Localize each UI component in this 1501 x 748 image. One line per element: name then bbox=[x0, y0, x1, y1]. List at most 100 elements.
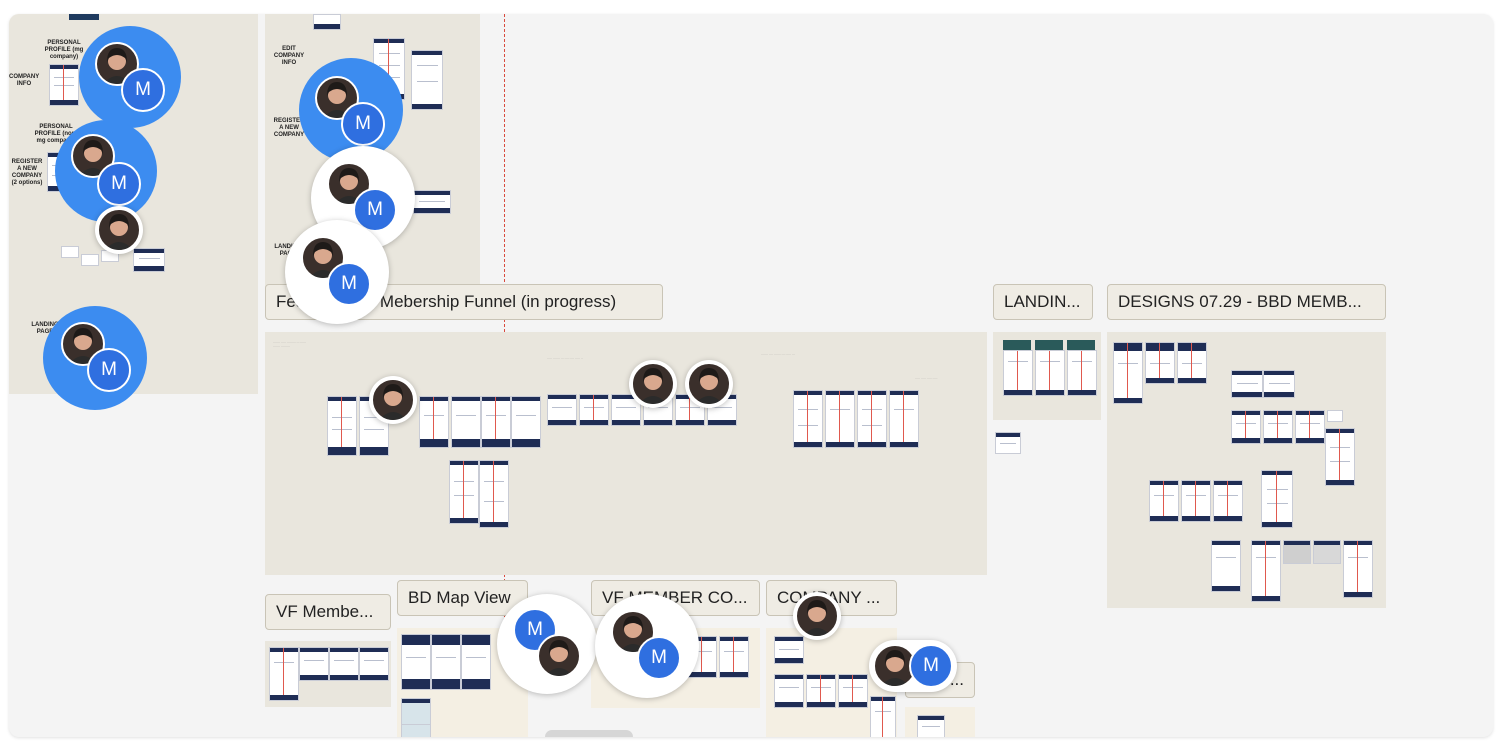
screen-thumbnail bbox=[793, 390, 823, 448]
user-photo-icon bbox=[537, 634, 581, 678]
board-more[interactable] bbox=[905, 707, 975, 737]
screen-thumbnail bbox=[1067, 350, 1097, 396]
collaborator-initial: M bbox=[909, 644, 953, 688]
collaborator-initial: M bbox=[353, 188, 397, 232]
screen-thumbnail bbox=[449, 460, 479, 524]
collaborator-initial: M bbox=[121, 68, 165, 112]
screen-thumbnail-header bbox=[1003, 340, 1031, 350]
screen-thumbnail bbox=[889, 390, 919, 448]
screen-thumbnail bbox=[481, 396, 511, 448]
screen-thumbnail bbox=[825, 390, 855, 448]
screen-thumbnail bbox=[838, 674, 868, 708]
collaborator-avatar[interactable] bbox=[793, 592, 841, 640]
collaborator-avatar-group[interactable]: M bbox=[43, 306, 147, 410]
notes-text: ······· ···· ······· ···· ····· ··· bbox=[761, 352, 796, 356]
board-label-company-info: COMPANY INFO bbox=[9, 74, 40, 87]
collaborator-initial: M bbox=[97, 162, 141, 206]
screen-thumbnail bbox=[431, 634, 461, 690]
collaborator-avatar[interactable] bbox=[685, 360, 733, 408]
screen-thumbnail bbox=[1283, 540, 1311, 564]
screen-thumbnail bbox=[1213, 480, 1243, 522]
collaborator-avatar-group[interactable]: M bbox=[55, 120, 157, 222]
user-photo-icon bbox=[631, 362, 675, 406]
collaborator-avatar-group[interactable]: M bbox=[79, 26, 181, 128]
screen-thumbnail bbox=[1261, 470, 1293, 528]
board-label-edit-company-info: EDIT COMPANY INFO bbox=[273, 46, 305, 66]
screen-thumbnail bbox=[461, 634, 491, 690]
screen-thumbnail bbox=[1211, 540, 1241, 592]
whiteboard-canvas[interactable]: PERSONAL PROFILE (mg company) COMPANY IN… bbox=[9, 14, 1493, 737]
horizontal-scroll-handle[interactable] bbox=[545, 730, 633, 737]
screen-thumbnail-header bbox=[1035, 340, 1063, 350]
collaborator-avatar[interactable] bbox=[95, 206, 143, 254]
screen-thumbnail bbox=[611, 394, 641, 426]
screen-thumbnail bbox=[1035, 350, 1065, 396]
screen-thumbnail bbox=[313, 14, 341, 30]
screen-thumbnail bbox=[806, 674, 836, 708]
board-label-personal-profile-non-mg: PERSONAL PROFILE (non-mg company) bbox=[34, 124, 78, 144]
screen-thumbnail bbox=[1263, 370, 1295, 398]
screen-thumbnail bbox=[401, 634, 431, 690]
screen-thumbnail bbox=[451, 396, 481, 448]
screen-thumbnail bbox=[359, 647, 389, 681]
screen-thumbnail bbox=[81, 254, 99, 266]
screen-thumbnail bbox=[1295, 410, 1325, 444]
screen-thumbnail bbox=[1343, 540, 1373, 598]
collaborator-avatar[interactable] bbox=[369, 376, 417, 424]
frame-label-vf-member[interactable]: VF Membe... bbox=[265, 594, 391, 630]
board-label-landing-page: LANDING PAGE bbox=[31, 322, 59, 335]
screen-thumbnail bbox=[917, 715, 945, 737]
screen-thumbnail bbox=[1003, 350, 1033, 396]
screen-thumbnail bbox=[1181, 480, 1211, 522]
collaborator-initial: M bbox=[327, 262, 371, 306]
screen-thumbnail-header bbox=[69, 14, 99, 20]
collaborator-avatar-group[interactable]: M bbox=[299, 58, 403, 162]
board-company-flows[interactable]: EDIT COMPANY INFO REGISTER A NEW COMPANY… bbox=[265, 14, 480, 289]
screen-thumbnail bbox=[1145, 342, 1175, 384]
screen-thumbnail bbox=[511, 396, 541, 448]
screen-thumbnail bbox=[479, 460, 509, 528]
screen-thumbnail bbox=[329, 647, 359, 681]
screen-thumbnail-header bbox=[1067, 340, 1095, 350]
notes-text: ····· ······· ··· ····· ···· ····· ·· bbox=[547, 356, 583, 360]
board-label-personal-profile-mg: PERSONAL PROFILE (mg company) bbox=[44, 40, 84, 60]
screen-thumbnail bbox=[1313, 540, 1341, 564]
collaborator-avatar[interactable] bbox=[629, 360, 677, 408]
collaborator-avatar-group[interactable]: M bbox=[285, 220, 389, 324]
screen-thumbnail bbox=[579, 394, 609, 426]
board-vf-member[interactable] bbox=[265, 641, 391, 707]
user-photo-icon bbox=[301, 236, 345, 280]
screen-thumbnail bbox=[419, 396, 449, 448]
screen-thumbnail bbox=[413, 190, 451, 214]
board-feature-set[interactable]: ······· ····· ········· ··· ······ ·····… bbox=[265, 332, 987, 575]
screen-thumbnail bbox=[1113, 342, 1143, 404]
collaborator-avatar-pair[interactable]: M bbox=[869, 640, 957, 692]
screen-thumbnail bbox=[1231, 370, 1263, 398]
board-designs[interactable] bbox=[1107, 332, 1386, 608]
notes-text: ······· ····· ········· ··· ······ ·····… bbox=[273, 340, 307, 348]
board-label-register-new-company: REGISTER A NEW COMPANY bbox=[273, 118, 305, 138]
notes-text: ····· ····· ····· ····· bbox=[915, 376, 938, 380]
user-photo-icon bbox=[97, 208, 141, 252]
screen-thumbnail bbox=[1149, 480, 1179, 522]
frame-label-landing[interactable]: LANDIN... bbox=[993, 284, 1093, 320]
screen-thumbnail bbox=[401, 724, 431, 737]
screen-thumbnail bbox=[1231, 410, 1261, 444]
board-landing[interactable] bbox=[993, 332, 1101, 420]
screen-thumbnail bbox=[547, 394, 577, 426]
screen-thumbnail bbox=[1251, 540, 1281, 602]
screen-thumbnail bbox=[327, 396, 357, 456]
user-photo-icon bbox=[687, 362, 731, 406]
screen-thumbnail bbox=[774, 636, 804, 664]
frame-label-bd-map-view[interactable]: BD Map View bbox=[397, 580, 528, 616]
board-label-register-new-company: REGISTER A NEW COMPANY (2 options) bbox=[11, 159, 43, 186]
user-photo-icon bbox=[795, 594, 839, 638]
collaborator-avatar-group[interactable]: M bbox=[595, 594, 699, 698]
collaborator-avatar-group[interactable]: M bbox=[497, 594, 597, 694]
screen-thumbnail bbox=[719, 636, 749, 678]
screen-thumbnail bbox=[1325, 428, 1355, 486]
screen-thumbnail bbox=[995, 432, 1021, 454]
screen-thumbnail bbox=[1177, 342, 1207, 384]
frame-label-designs[interactable]: DESIGNS 07.29 - BBD MEMB... bbox=[1107, 284, 1386, 320]
screen-thumbnail bbox=[49, 64, 79, 106]
